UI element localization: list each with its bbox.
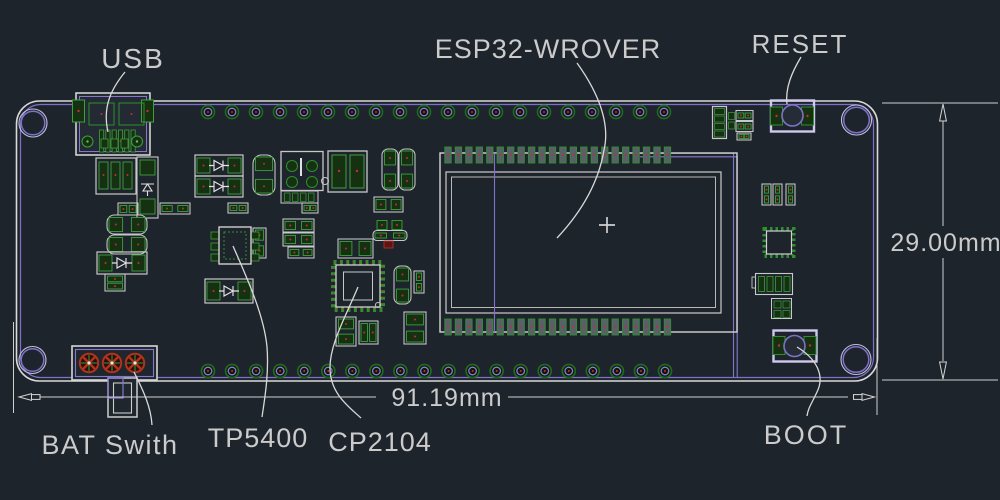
mounting-hole-bottom-right	[840, 343, 872, 376]
tp5400-label: TP5400	[208, 423, 309, 453]
mounting-hole-bottom-left	[18, 345, 47, 375]
boot-button	[772, 329, 818, 363]
battery-switch-label: BAT Swith	[41, 430, 178, 460]
right-side-components	[751, 227, 796, 319]
dimension-board-width: 91.19mm	[13, 322, 878, 415]
esp32-module-label: ESP32-WROVER	[435, 34, 662, 64]
pin-row-top	[200, 104, 672, 120]
cp2104-label: CP2104	[328, 427, 432, 457]
pin-row-bottom	[200, 363, 673, 379]
reset-button	[769, 99, 816, 133]
usb-label: USB	[101, 43, 165, 74]
cp2104-chip	[331, 260, 385, 312]
esp32-wrover-module	[439, 146, 738, 377]
cp2104-leader	[329, 286, 362, 419]
dimension-board-height: 29.00mm	[882, 102, 1000, 381]
boot-leader	[796, 346, 821, 417]
leader-lines	[105, 56, 821, 426]
usb-leader	[105, 71, 126, 133]
dimension-width-text: 91.19mm	[391, 384, 502, 412]
component-field	[95, 109, 796, 347]
esp32-leader	[556, 62, 607, 239]
mounting-hole-top-left	[18, 108, 48, 138]
battery-connector	[71, 345, 158, 381]
reset-leader	[786, 56, 802, 105]
module-center-mark	[599, 217, 615, 233]
reset-label: RESET	[752, 29, 849, 59]
boot-label: BOOT	[764, 420, 849, 450]
tp5400-leader	[232, 245, 269, 418]
mounting-hole-top-right	[840, 104, 873, 136]
top-right-connector	[711, 105, 735, 140]
tp5400-chip	[210, 226, 260, 265]
dimension-height-text: 29.00mm	[890, 229, 1000, 257]
battery-switch-leader	[133, 371, 153, 426]
